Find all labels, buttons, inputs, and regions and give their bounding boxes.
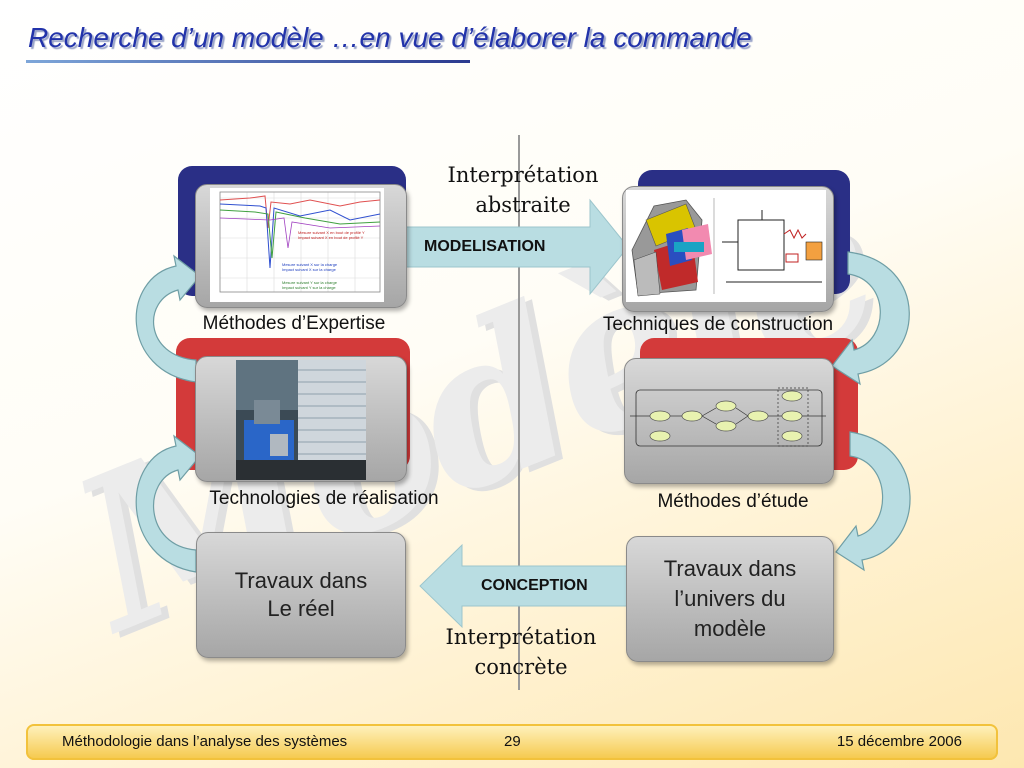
plot-legend-3: Mesure suivant X sur la charge bbox=[282, 262, 338, 267]
travaux-modele-line-1: Travaux dans bbox=[663, 556, 797, 581]
interpretation-abstraite-line-2: abstraite bbox=[475, 193, 571, 217]
slide-title: Recherche d’un modèle …en vue d’élaborer… bbox=[28, 22, 752, 53]
travaux-reel-box: Travaux dans Le réel bbox=[196, 532, 406, 658]
interpretation-concrete-line-2: concrète bbox=[474, 655, 568, 679]
footer-page-number: 29 bbox=[504, 733, 521, 750]
interpretation-abstraite: Interprétation abstraite bbox=[420, 160, 626, 220]
modelisation-arrow bbox=[405, 198, 629, 296]
plot-legend-2: Impact suivant X en bout de profilé Y bbox=[298, 235, 364, 240]
caption-realisation: Technologies de réalisation bbox=[209, 488, 439, 509]
plot-legend-4: Impact suivant X sur la charge bbox=[282, 267, 337, 272]
conception-arrow bbox=[419, 543, 629, 629]
footer-subject: Méthodologie dans l’analyse des systèmes bbox=[62, 733, 348, 750]
plot-legend-5: Mesure suivant Y sur la charge bbox=[282, 280, 338, 285]
machine-photo-image bbox=[236, 360, 366, 480]
footer-date: 15 décembre 2006 bbox=[836, 733, 962, 750]
travaux-reel-line-2: Le réel bbox=[267, 596, 335, 621]
curved-arrow-left-bottom bbox=[135, 434, 201, 573]
frequency-plot-image: Mesure suivant X en bout de profilé Y Im… bbox=[210, 188, 384, 302]
travaux-modele-line-3: modèle bbox=[693, 616, 767, 641]
travaux-modele-box: Travaux dans l’univers du modèle bbox=[626, 536, 834, 662]
interpretation-concrete-line-1: Interprétation bbox=[445, 625, 597, 649]
caption-expertise: Méthodes d’Expertise bbox=[202, 313, 386, 334]
title-underline bbox=[26, 60, 470, 63]
footer-bar: Méthodologie dans l’analyse des systèmes… bbox=[26, 724, 998, 760]
caption-etude: Méthodes d’étude bbox=[657, 491, 809, 512]
modelisation-label: MODELISATION bbox=[424, 238, 546, 255]
curved-arrow-right-bottom bbox=[835, 431, 911, 572]
caption-construction: Techniques de construction bbox=[602, 314, 834, 335]
plot-legend-6: Impact suivant Y sur la charge bbox=[282, 285, 336, 290]
block-diagram-image bbox=[630, 380, 826, 450]
conception-label: CONCEPTION bbox=[481, 577, 588, 594]
travaux-modele-line-2: l’univers du bbox=[674, 586, 786, 611]
interpretation-abstraite-line-1: Interprétation bbox=[447, 163, 599, 187]
interpretation-concrete: Interprétation concrète bbox=[418, 622, 624, 682]
curved-arrow-left-top bbox=[135, 254, 201, 383]
plot-legend-1: Mesure suivant X en bout de profilé Y bbox=[298, 230, 365, 235]
curved-arrow-right-top bbox=[831, 251, 910, 386]
travaux-reel-line-1: Travaux dans bbox=[234, 568, 368, 593]
mechanical-model-image bbox=[626, 190, 826, 302]
center-divider bbox=[518, 135, 520, 690]
